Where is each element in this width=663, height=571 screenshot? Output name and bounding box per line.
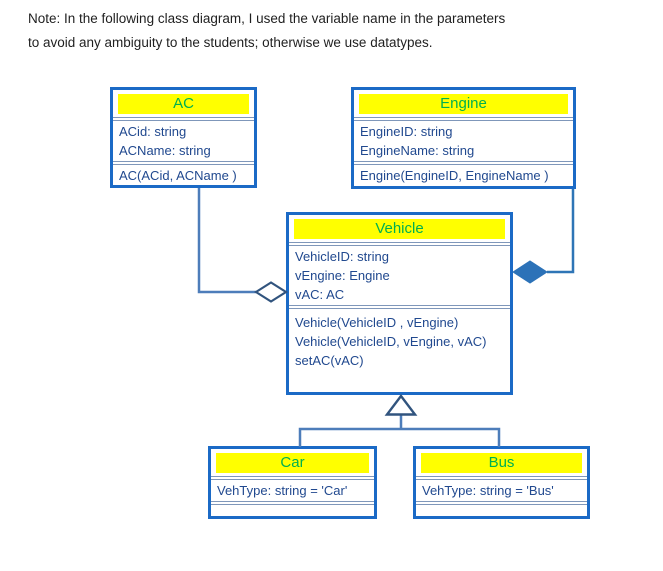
- methods-compartment: [211, 505, 374, 516]
- attributes-compartment: VehType: string = 'Bus': [416, 480, 587, 501]
- class-title-compartment: Car: [211, 449, 374, 476]
- compartment-separator: [416, 476, 587, 480]
- note-line-1: Note: In the following class diagram, I …: [28, 11, 506, 26]
- methods-compartment: Vehicle(VehicleID , vEngine) Vehicle(Veh…: [289, 309, 510, 392]
- attribute: VehType: string = 'Bus': [422, 483, 554, 498]
- class-title-compartment: Engine: [354, 90, 573, 117]
- attributes-compartment: EngineID: string EngineName: string: [354, 121, 573, 161]
- compartment-separator: [354, 161, 573, 165]
- aggregation-diamond-icon: [253, 281, 289, 303]
- composition-line: [547, 189, 575, 274]
- class-title-compartment: AC: [113, 90, 254, 117]
- generalization-line: [298, 415, 501, 447]
- class-title: Engine: [359, 94, 568, 114]
- note-line-2: to avoid any ambiguity to the students; …: [28, 35, 433, 50]
- methods-compartment: Engine(EngineID, EngineName ): [354, 165, 573, 186]
- compartment-separator: [211, 476, 374, 480]
- attribute: VehicleID: string: [295, 249, 389, 264]
- aggregation-line: [197, 188, 256, 294]
- method: setAC(vAC): [295, 353, 364, 368]
- class-box-ac: AC ACid: string ACName: string AC(ACid, …: [110, 87, 257, 188]
- attributes-compartment: VehicleID: string vEngine: Engine vAC: A…: [289, 246, 510, 305]
- method: Engine(EngineID, EngineName ): [360, 168, 549, 183]
- attribute: vAC: AC: [295, 287, 345, 302]
- attribute: EngineName: string: [360, 143, 475, 158]
- compartment-separator: [289, 242, 510, 246]
- compartment-separator: [211, 501, 374, 505]
- class-box-engine: Engine EngineID: string EngineName: stri…: [351, 87, 576, 189]
- class-title-compartment: Vehicle: [289, 215, 510, 242]
- compartment-separator: [416, 501, 587, 505]
- class-title: AC: [118, 94, 249, 114]
- attributes-compartment: ACid: string ACName: string: [113, 121, 254, 161]
- attribute: ACName: string: [119, 143, 211, 158]
- class-box-car: Car VehType: string = 'Car': [208, 446, 377, 519]
- attribute: ACid: string: [119, 124, 187, 139]
- compartment-separator: [354, 117, 573, 121]
- class-title: Car: [216, 453, 369, 473]
- method: AC(ACid, ACName ): [119, 168, 237, 183]
- methods-compartment: AC(ACid, ACName ): [113, 165, 254, 185]
- class-title: Vehicle: [294, 219, 505, 239]
- method: Vehicle(VehicleID, vEngine, vAC): [295, 334, 487, 349]
- attribute: vEngine: Engine: [295, 268, 390, 283]
- class-title: Bus: [421, 453, 582, 473]
- method: Vehicle(VehicleID , vEngine): [295, 315, 459, 330]
- attribute: VehType: string = 'Car': [217, 483, 348, 498]
- class-title-compartment: Bus: [416, 449, 587, 476]
- attribute: EngineID: string: [360, 124, 453, 139]
- class-box-bus: Bus VehType: string = 'Bus': [413, 446, 590, 519]
- compartment-separator: [113, 161, 254, 165]
- attributes-compartment: VehType: string = 'Car': [211, 480, 374, 501]
- compartment-separator: [289, 305, 510, 309]
- inheritance-triangle-icon: [384, 394, 418, 416]
- composition-diamond-icon: [512, 260, 548, 284]
- note-text: Note: In the following class diagram, I …: [28, 7, 608, 55]
- methods-compartment: [416, 505, 587, 516]
- class-box-vehicle: Vehicle VehicleID: string vEngine: Engin…: [286, 212, 513, 395]
- compartment-separator: [113, 117, 254, 121]
